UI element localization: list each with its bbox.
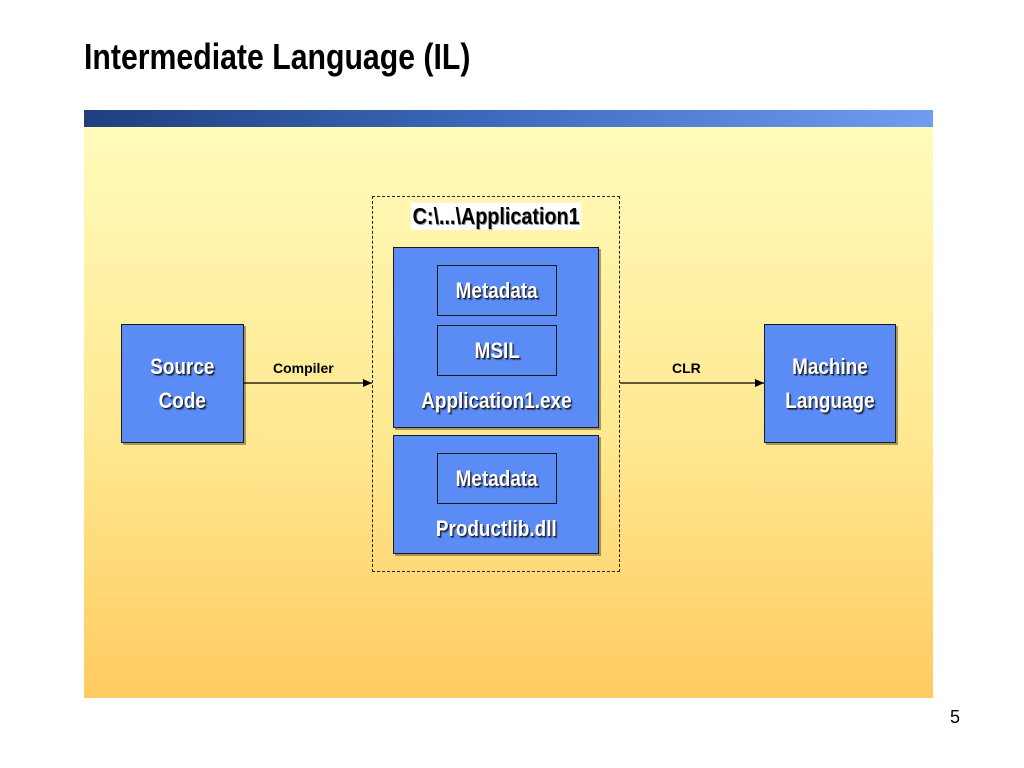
machine-language-box: Machine Language — [764, 324, 896, 443]
application-exe-caption: Application1.exe — [420, 388, 572, 413]
source-code-line1: Source — [150, 353, 215, 379]
machine-language-line2: Language — [785, 387, 875, 413]
title-underline-bar — [84, 110, 933, 127]
msil-box: MSIL — [437, 325, 557, 376]
application-folder-container — [372, 196, 620, 572]
exe-metadata-box: Metadata — [437, 265, 557, 316]
dll-metadata-label: Metadata — [455, 465, 538, 491]
exe-metadata-label: Metadata — [455, 277, 538, 303]
msil-label: MSIL — [474, 337, 520, 363]
application-exe-box: Metadata MSIL Application1.exe — [393, 247, 599, 428]
source-code-line2: Code — [158, 387, 207, 413]
productlib-dll-box: Metadata Productlib.dll — [393, 435, 599, 554]
machine-language-line1: Machine — [792, 353, 868, 379]
productlib-dll-caption: Productlib.dll — [435, 516, 557, 541]
dll-metadata-box: Metadata — [437, 453, 557, 504]
source-code-box: Source Code — [121, 324, 244, 443]
machine-language-label: Machine Language — [785, 350, 874, 418]
source-code-label: Source Code — [150, 350, 214, 418]
application-folder-label-wrap: C:\...\Application1 — [372, 203, 620, 230]
clr-label: CLR — [672, 360, 701, 376]
page-number: 5 — [950, 707, 961, 727]
compiler-label: Compiler — [273, 360, 334, 376]
slide-title: Intermediate Language (IL) — [84, 36, 471, 77]
application-folder-label: C:\...\Application1 — [410, 203, 582, 230]
